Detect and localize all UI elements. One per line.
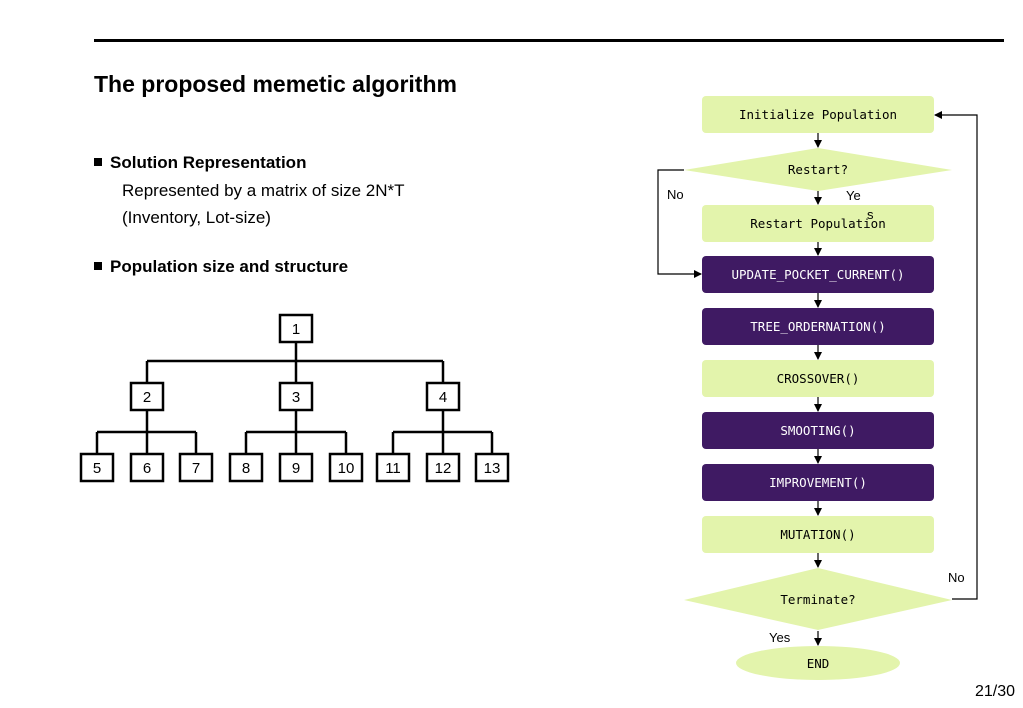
tree-leaf-label: 10 [338,460,355,477]
bullet-heading: Population size and structure [110,257,349,276]
tree-node-root [278,313,314,344]
branch-label-no: No [667,187,684,202]
tree-node-leaf [129,452,165,483]
bullet-text-line: Represented by a matrix of size 2N*T [122,181,405,200]
node-update-pocket-current [702,256,934,293]
node-label: Restart? [788,162,848,177]
tree-leaf-label: 5 [93,460,101,477]
node-restart-population [702,205,934,242]
node-tree-ordernation [702,308,934,345]
node-label: Terminate? [780,592,855,607]
node-label: Initialize Population [739,107,897,122]
bullet-heading: Solution Representation [110,153,307,172]
bullet-solution-representation: Solution Representation [94,153,306,173]
connector-terminate-no [934,111,978,600]
branch-label-yes: Ye [846,188,861,203]
tree-node-level2 [129,381,165,412]
tree-node-leaf [178,452,214,483]
tree-node-level2 [425,381,461,412]
tree-node-leaf [278,452,314,483]
node-initialize-population [702,96,934,133]
node-label: MUTATION() [780,527,855,542]
node-label: UPDATE_POCKET_CURRENT() [731,267,904,282]
tree-node-leaf [228,452,264,483]
branch-label-no: No [948,570,965,585]
node-label: IMPROVEMENT() [769,475,867,490]
tree-leaf-label: 11 [385,460,401,477]
tree-leaf-label: 13 [484,460,501,477]
title-rule [94,39,1004,42]
tree-node-leaf [79,452,115,483]
tree-leaf-label: 7 [192,460,200,477]
tree-leaf-label: 8 [242,460,250,477]
tree-node-label: 3 [292,389,300,406]
tree-node-leaf [375,452,411,483]
page-number: 21/30 [974,683,1015,700]
tree-node-leaf [328,452,364,483]
tree-leaf-label: 12 [435,460,452,477]
node-label: END [807,656,830,671]
node-end [736,646,900,680]
branch-label-yes: Yes [769,630,791,645]
node-restart-decision [684,148,952,191]
branch-label-yes: s [867,207,874,222]
tree-node-level2 [278,381,314,412]
bullet-text-line: (Inventory, Lot-size) [122,208,271,227]
connector-restart-no [657,169,702,278]
bullet-square-icon [94,158,102,166]
tree-node-leaf [425,452,461,483]
node-crossover [702,360,934,397]
node-label: SMOOTING() [780,423,855,438]
bullet-population-size: Population size and structure [94,257,348,277]
node-terminate-decision [684,568,952,630]
tree-node-root-label: 1 [292,321,300,338]
node-improvement [702,464,934,501]
tree-leaf-label: 9 [292,460,300,477]
node-mutation [702,516,934,553]
node-label: TREE_ORDERNATION() [750,319,885,334]
slide-title: The proposed memetic algorithm [94,71,457,97]
tree-node-leaf [474,452,510,483]
node-label: CROSSOVER() [777,371,860,386]
tree-leaf-label: 6 [143,460,151,477]
bullet-square-icon [94,262,102,270]
node-label: Restart Population [750,216,885,231]
tree-node-label: 2 [143,389,151,406]
node-smoothing [702,412,934,449]
tree-node-label: 4 [439,389,447,406]
